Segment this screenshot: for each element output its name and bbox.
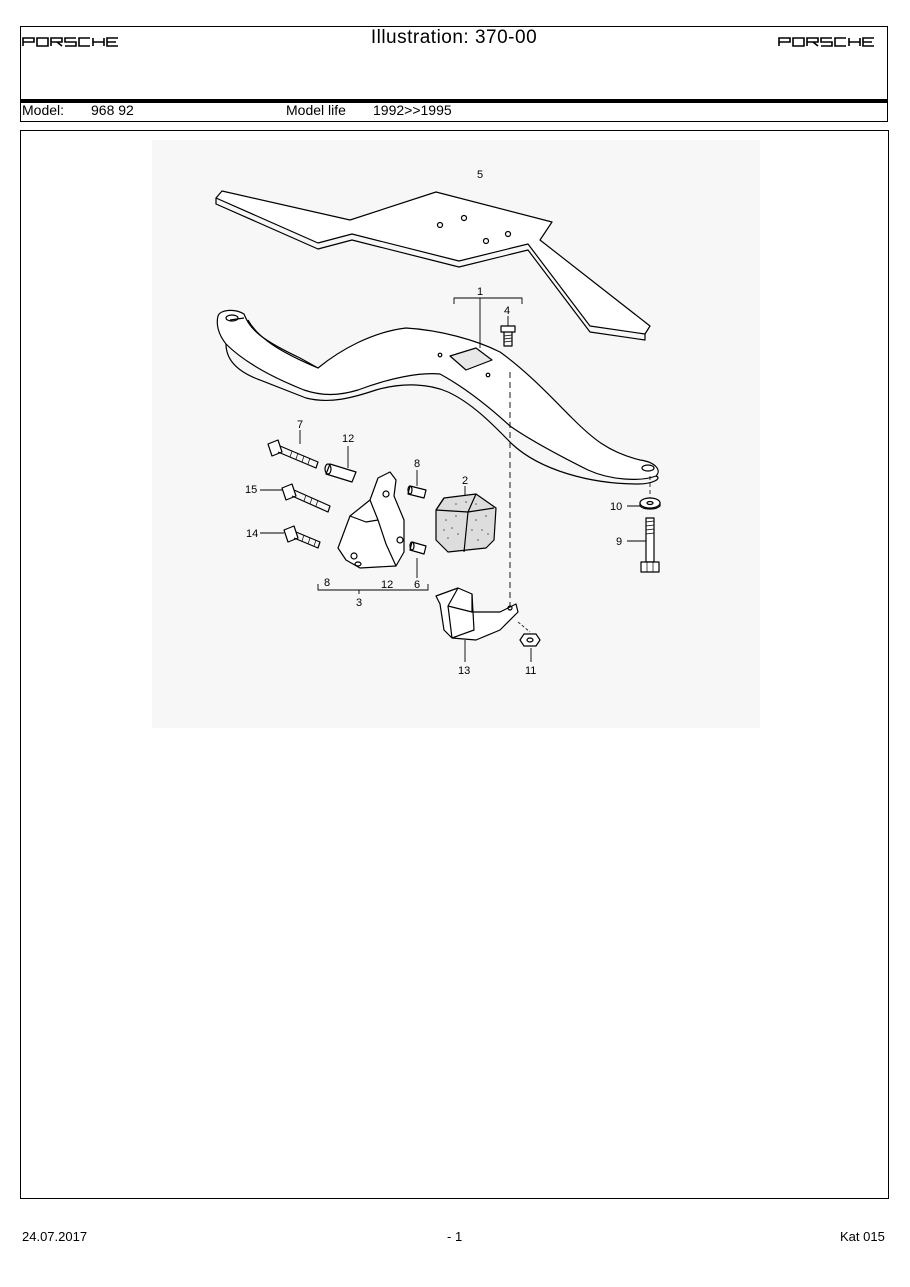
model-value: 968 92 — [91, 102, 134, 118]
content-frame — [20, 130, 889, 1199]
bolt-part-4 — [500, 316, 516, 347]
bolt-part-15 — [281, 483, 331, 513]
callout-14: 14 — [246, 528, 258, 540]
sleeve-part-12 — [324, 463, 357, 483]
callout-labels: 1 2 3 4 5 6 7 8 8 9 10 11 12 12 13 14 15 — [245, 169, 622, 677]
washer-part-10 — [639, 497, 661, 510]
crossmember — [216, 309, 659, 485]
callout-11: 11 — [525, 665, 536, 677]
bolt-part-7 — [267, 439, 319, 469]
callout-1: 1 — [477, 286, 483, 298]
callout-6: 6 — [414, 579, 420, 591]
porsche-logo-left — [22, 37, 118, 47]
footer-page-number: - 1 — [447, 1229, 463, 1244]
callout-10: 10 — [610, 501, 622, 513]
engine-mount-part-2 — [435, 493, 497, 553]
pin-part-8 — [407, 485, 427, 499]
callout-8a: 8 — [414, 458, 420, 470]
callout-12b: 12 — [381, 579, 393, 591]
pin-part-6 — [409, 541, 427, 555]
mount-holder-part-13 — [435, 587, 519, 641]
nut-part-11 — [519, 633, 541, 647]
callout-8b: 8 — [324, 577, 330, 589]
footer-date: 24.07.2017 — [22, 1229, 88, 1244]
model-row — [20, 100, 888, 122]
model-life-label: Model life — [286, 102, 346, 118]
page-title: Illustration: 370-00 — [370, 27, 538, 48]
callout-9: 9 — [616, 536, 622, 548]
footer-catalog: Kat 015 — [840, 1229, 885, 1244]
bolt-part-14 — [283, 525, 321, 549]
callout-3: 3 — [356, 597, 362, 609]
callout-2: 2 — [462, 475, 468, 487]
model-life-value: 1992>>1995 — [373, 102, 452, 118]
callout-13: 13 — [458, 665, 470, 677]
crossmember-plate — [215, 190, 651, 341]
parts-illustration: 1 2 3 4 5 6 7 8 8 9 10 11 12 12 13 14 15 — [215, 169, 661, 677]
bolt-part-9 — [640, 517, 660, 573]
callout-5: 5 — [477, 169, 483, 181]
engine-bracket-part-3 — [337, 471, 405, 569]
callout-12a: 12 — [342, 433, 354, 445]
callout-15: 15 — [245, 484, 257, 496]
callout-4: 4 — [504, 305, 510, 317]
porsche-logo-right — [778, 37, 874, 47]
header-box — [20, 26, 888, 100]
callout-7: 7 — [297, 419, 303, 431]
model-label: Model: — [22, 102, 65, 118]
